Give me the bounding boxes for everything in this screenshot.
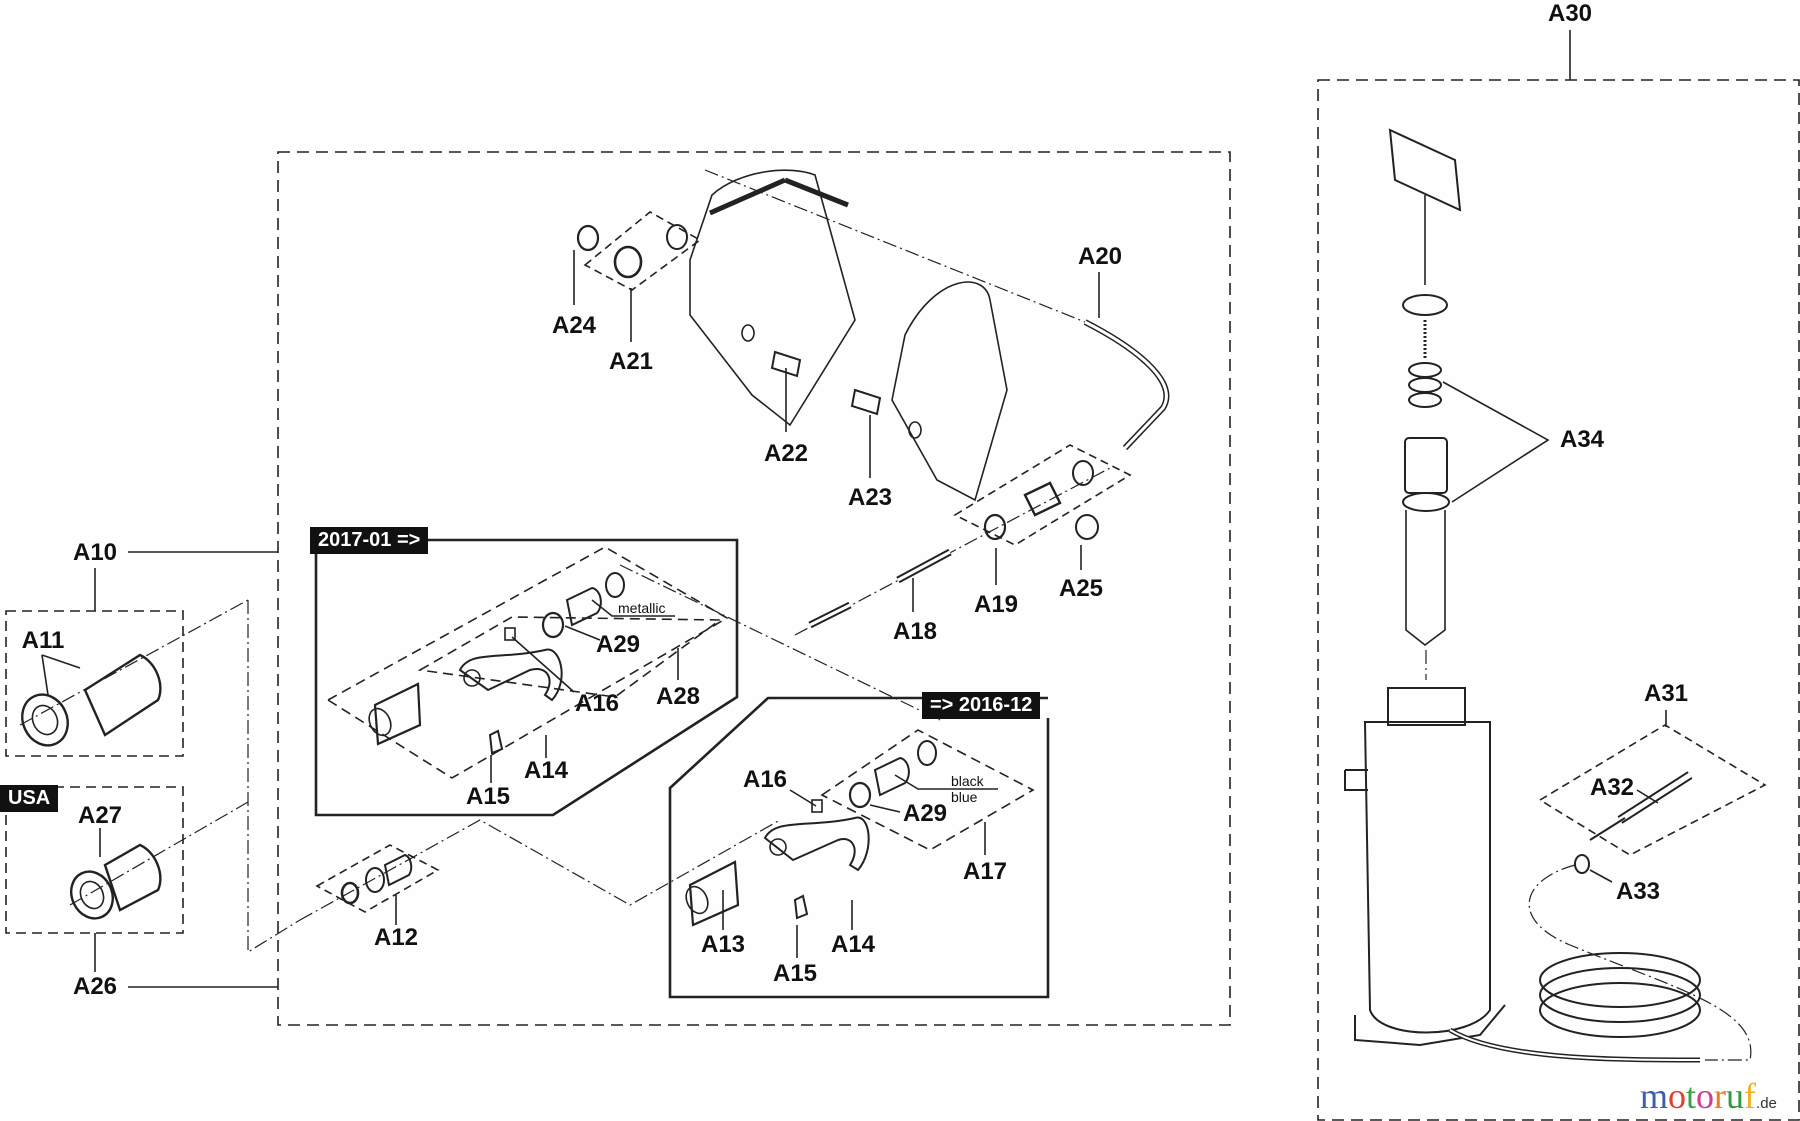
- label-a25[interactable]: A25: [1058, 575, 1104, 602]
- a11-axis: [19, 599, 249, 726]
- new-variant-badge: 2017-01 =>: [310, 527, 429, 554]
- old-variant-badge: => 2016-12: [922, 692, 1041, 719]
- a34-leader: [1442, 381, 1550, 503]
- a26-frame: [5, 786, 184, 934]
- logo-letter: o: [1668, 1076, 1687, 1116]
- a29-new-leader: [564, 625, 601, 641]
- old-variant-parts-drawing: [685, 740, 937, 927]
- connector-axis-main: [299, 819, 781, 921]
- label-a34[interactable]: A34: [1559, 426, 1605, 453]
- motoruf-logo[interactable]: motoruf.de: [1640, 1078, 1777, 1114]
- note-blue: blue: [951, 789, 978, 805]
- label-a26[interactable]: A26: [72, 973, 118, 1000]
- label-a12[interactable]: A12: [373, 924, 419, 951]
- label-a27[interactable]: A27: [77, 802, 123, 829]
- logo-tld: .de: [1756, 1095, 1777, 1112]
- label-a32[interactable]: A32: [1589, 774, 1635, 801]
- a11-coupling-drawing: [21, 653, 162, 747]
- main-assembly-frame: [277, 151, 1231, 1026]
- logo-letter: r: [1714, 1076, 1727, 1116]
- a32-leader: [1636, 789, 1659, 804]
- fitting-axis-line: [247, 600, 301, 954]
- label-a24[interactable]: A24: [551, 312, 597, 339]
- label-a29-new[interactable]: A29: [595, 631, 641, 658]
- label-a23[interactable]: A23: [847, 484, 893, 511]
- a33-leader: [1589, 869, 1613, 883]
- label-a22[interactable]: A22: [763, 440, 809, 467]
- label-a15-new[interactable]: A15: [465, 783, 511, 810]
- a16-old-leader: [789, 789, 817, 807]
- old-variant-frame: [668, 696, 1050, 999]
- label-a21[interactable]: A21: [608, 348, 654, 375]
- note-metallic: metallic: [618, 600, 666, 616]
- label-a11[interactable]: A11: [21, 627, 65, 654]
- shield-and-hose-drawing: [576, 169, 1170, 629]
- shield-axis: [704, 169, 1086, 323]
- label-a15-old[interactable]: A15: [772, 960, 818, 987]
- label-a18[interactable]: A18: [892, 618, 938, 645]
- a28-subgroup-outline: [417, 616, 723, 698]
- a12-fitting-drawing: [315, 844, 440, 913]
- logo-letter: m: [1640, 1076, 1669, 1116]
- label-a20[interactable]: A20: [1077, 243, 1123, 270]
- logo-letter: t: [1686, 1076, 1697, 1116]
- logo-letter: f: [1744, 1076, 1757, 1116]
- label-a16-old[interactable]: A16: [742, 766, 788, 793]
- label-a16-new[interactable]: A16: [574, 690, 620, 717]
- label-a14-new[interactable]: A14: [523, 757, 569, 784]
- a30-assembly-frame: [1317, 79, 1800, 1121]
- logo-letter: u: [1726, 1076, 1745, 1116]
- label-a29-old[interactable]: A29: [902, 800, 948, 827]
- label-a28[interactable]: A28: [655, 683, 701, 710]
- a17-group-outline: [820, 729, 1035, 851]
- label-a10[interactable]: A10: [72, 539, 118, 566]
- label-a30[interactable]: A30: [1547, 0, 1593, 27]
- metallic-leader: [591, 599, 675, 617]
- label-a31[interactable]: A31: [1643, 680, 1689, 707]
- pressure-tank-drawing: [1344, 128, 1767, 1063]
- note-black: black: [951, 773, 984, 789]
- new-variant-parts-drawing: [368, 572, 625, 755]
- new-variant-frame: [314, 538, 739, 817]
- logo-letter: o: [1696, 1076, 1715, 1116]
- label-a14-old[interactable]: A14: [830, 931, 876, 958]
- a27-coupling-drawing: [70, 828, 162, 920]
- black-blue-leader: [894, 774, 998, 790]
- label-a33[interactable]: A33: [1615, 878, 1661, 905]
- connector-axis-upper: [619, 564, 941, 721]
- a29-old-leader: [869, 804, 901, 813]
- usa-badge: USA: [0, 785, 59, 812]
- label-a13[interactable]: A13: [700, 931, 746, 958]
- label-a19[interactable]: A19: [973, 591, 1019, 618]
- label-a17[interactable]: A17: [962, 858, 1008, 885]
- a16-new-leader: [511, 636, 575, 693]
- a28-group-outline: [326, 546, 729, 779]
